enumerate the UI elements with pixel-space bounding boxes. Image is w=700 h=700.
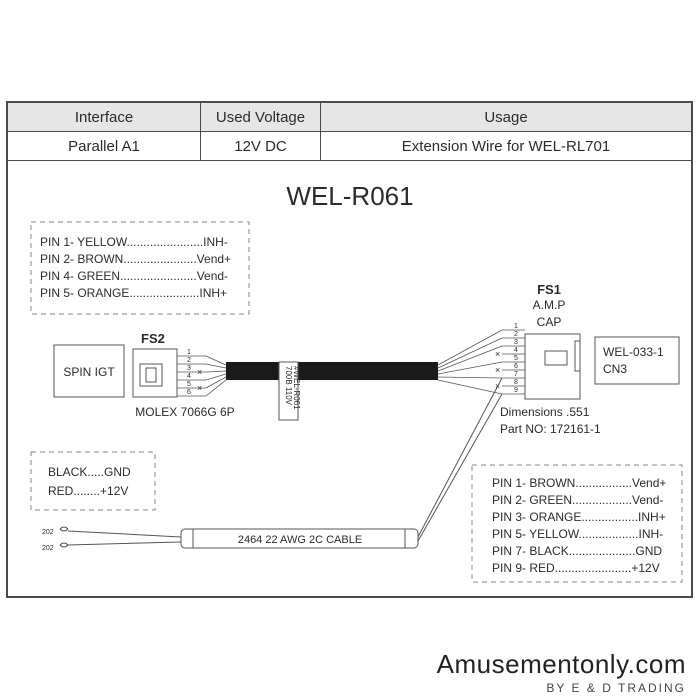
fs2-fan-5 (205, 376, 227, 389)
terminal-2-label: 202 (42, 545, 54, 552)
wel-033-1-box (594, 336, 680, 385)
fs1-pin-numbers: 1 2 3 4 5 6 7 8 9 (514, 323, 518, 394)
terminal-1 (59, 526, 69, 532)
terminal-1-label: 202 (42, 529, 54, 536)
pin-box-bottom (471, 464, 683, 583)
power-wire-2 (67, 541, 182, 546)
fs1-unused-marks: × × × (495, 349, 500, 391)
fs2-connector-notch (145, 367, 157, 383)
fs2-fan-6 (205, 379, 227, 397)
main-cable (226, 362, 438, 380)
fs1-pin-wires (437, 329, 525, 395)
fs1-pin-1: 1 (514, 323, 518, 330)
fs1-pin-8: 8 (514, 379, 518, 386)
dimensions-label: Dimensions .551 (500, 405, 590, 419)
power-cable-label: 2464 22 AWG 2C CABLE (238, 534, 362, 546)
fs1-connector-tab (574, 340, 581, 372)
fs2-pin-5: 5 (187, 381, 191, 388)
fs1-fan-3 (437, 345, 503, 372)
power-box (30, 451, 156, 511)
fs1-connector-latch (544, 350, 568, 366)
fs1-x-mark-6: × (495, 365, 500, 375)
fs2-pin-3: 3 (187, 365, 191, 372)
fs1-pin-5: 5 (514, 355, 518, 362)
pin-box-top-line-1: PIN 1- YELLOW.......................INH- (40, 235, 228, 249)
wel-033-1-label: WEL-033-1 (603, 345, 664, 359)
pin-box-top-line-2: PIN 2- BROWN......................Vend+ (40, 252, 231, 266)
cable-tag (278, 361, 299, 421)
fs1-fan-1 (437, 329, 503, 366)
fs2-pin-2: 2 (187, 357, 191, 364)
terminal-2 (59, 542, 69, 548)
cell-interface: Parallel A1 (8, 131, 201, 161)
wel-cn3-label: CN3 (603, 362, 627, 376)
spec-table: Interface Used Voltage Usage Parallel A1… (8, 103, 691, 161)
cell-used-voltage: 12V DC (200, 131, 321, 161)
cable-tag-line-2: #WEL-R061 (292, 366, 301, 410)
fs1-sub-1: A.M.P (533, 298, 566, 312)
fs1-fan-5 (437, 361, 503, 375)
power-cable (180, 528, 419, 549)
fs1-sub-2: CAP (537, 315, 562, 329)
fs2-fan-3 (205, 370, 227, 373)
fs2-fan-4 (205, 373, 227, 381)
fs2-pin-6: 6 (187, 389, 191, 396)
fs1-fan-2 (437, 337, 503, 369)
spec-table-row: Parallel A1 12V DC Extension Wire for WE… (8, 131, 691, 161)
fs1-pin-7: 7 (514, 371, 518, 378)
power-box-line-1: BLACK.....GND (48, 465, 131, 479)
fs2-pin-4: 4 (187, 373, 191, 380)
brand-name: Amusementonly.com (436, 649, 686, 679)
fs1-fan-7 (437, 376, 503, 379)
fs2-pin-wires (177, 355, 227, 397)
fs2-pin-1: 1 (187, 349, 191, 356)
power-box-line-2: RED........+12V (48, 484, 128, 498)
pin-box-bottom-line-6: PIN 9- RED.......................+12V (492, 561, 660, 575)
fs1-label: FS1 (537, 282, 561, 297)
fs2-label: FS2 (141, 331, 165, 346)
molex-label: MOLEX 7066G 6P (135, 405, 234, 419)
cell-usage: Extension Wire for WEL-RL701 (320, 131, 691, 161)
part-no-label: Part NO: 172161-1 (500, 422, 601, 436)
fs2-fan-2 (205, 363, 227, 369)
fs1-pin-9: 9 (514, 387, 518, 394)
fs1-connector (524, 333, 581, 400)
pin-box-bottom-line-5: PIN 7- BLACK....................GND (492, 544, 662, 558)
fs1-pin-2: 2 (514, 331, 518, 338)
fs1-pin-4: 4 (514, 347, 518, 354)
pin-box-bottom-line-1: PIN 1- BROWN.................Vend+ (492, 476, 666, 490)
pin-box-bottom-line-4: PIN 5- YELLOW..................INH- (492, 527, 663, 541)
header-used-voltage: Used Voltage (200, 103, 321, 132)
spin-igt-box (53, 344, 125, 398)
pin-box-top-line-3: PIN 4- GREEN.......................Vend- (40, 269, 228, 283)
fs2-x-mark-3: × (197, 367, 202, 377)
pin-box-bottom-line-2: PIN 2- GREEN..................Vend- (492, 493, 663, 507)
brand-logo: Amusementonly.com BY E & D TRADING (437, 650, 686, 695)
power-wire-1 (67, 530, 182, 538)
fs1-fan-9 (437, 379, 503, 395)
fs1-x-mark-4: × (495, 349, 500, 359)
brand-subtitle: BY E & D TRADING (546, 681, 686, 695)
fs1-pin-6: 6 (514, 363, 518, 370)
power-wire-pin-9 (417, 393, 503, 542)
header-interface: Interface (8, 103, 201, 132)
spin-igt-label: SPIN IGT (63, 365, 115, 379)
pin-box-bottom-line-3: PIN 3- ORANGE.................INH+ (492, 510, 666, 524)
pin-box-top-line-4: PIN 5- ORANGE.....................INH+ (40, 286, 227, 300)
pin-box-top (30, 221, 250, 315)
fs2-fan-1 (205, 355, 227, 366)
power-wire-pin-7 (417, 377, 503, 538)
fs2-pin-numbers: 1 2 3 4 5 6 (187, 349, 191, 396)
fs1-pin-3: 3 (514, 339, 518, 346)
fs2-x-mark-5: × (197, 383, 202, 393)
fs2-connector-latch (139, 363, 163, 387)
fs2-unused-marks: × × (197, 367, 202, 393)
cable-tag-line-1: 700B 110V (284, 366, 293, 406)
diagram-title: WEL-R061 (286, 181, 413, 211)
